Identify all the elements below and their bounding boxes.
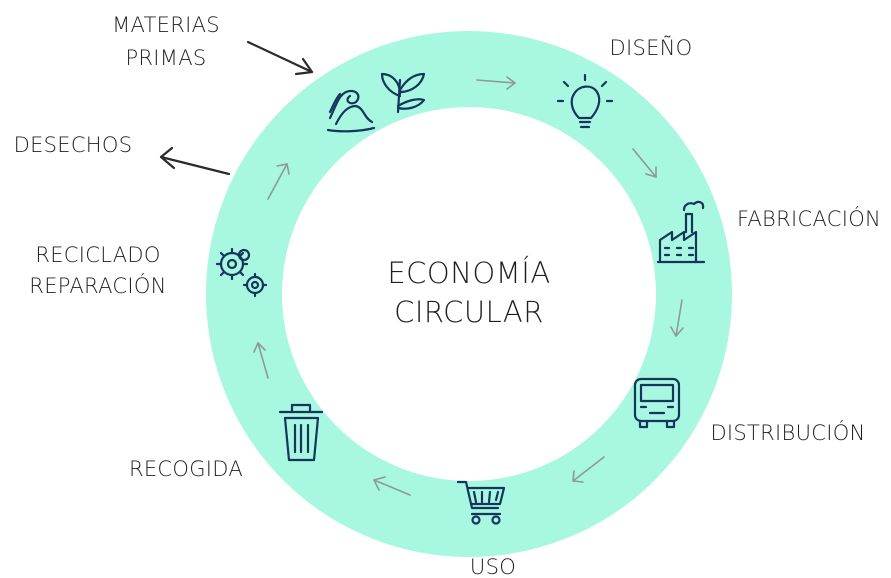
gears-icon <box>215 247 268 298</box>
label-recogida: RECOGIDA <box>129 457 243 481</box>
lightbulb-icon <box>556 73 614 129</box>
label-materias: MATERIAS <box>112 13 220 37</box>
flow-arrow-to-fabricacion <box>632 148 657 178</box>
desechos-output-arrow <box>159 146 231 176</box>
label-distribucion: DISTRIBUCIÓN <box>710 420 865 445</box>
label-reciclado: RECICLADO <box>35 243 160 267</box>
wave-icon <box>326 89 376 133</box>
factory-icon <box>656 200 706 264</box>
truck-icon <box>633 377 681 429</box>
trash-bin-icon <box>278 403 324 462</box>
label-diseno: DISEÑO <box>609 35 692 60</box>
label-reparacion: REPARACIÓN <box>29 273 166 298</box>
center-title-line1: ECONOMÍA <box>387 256 550 290</box>
label-uso: USO <box>470 555 516 578</box>
shopping-cart-icon <box>456 480 506 525</box>
label-fabricacion: FABRICACIÓN <box>737 206 881 231</box>
flow-arrow-to-reciclado <box>253 342 269 379</box>
flow-arrow-to-uso <box>572 456 605 483</box>
flow-arrow-to-distribucion <box>670 299 684 337</box>
label-primas: PRIMAS <box>125 46 206 70</box>
cycle-ring <box>206 31 732 557</box>
flow-arrow-to-recogida <box>373 476 411 496</box>
materias-primas-input-arrow <box>246 40 314 76</box>
label-desechos: DESECHOS <box>14 133 133 157</box>
flow-arrow-to-diseno <box>476 76 516 90</box>
center-title-line2: CIRCULAR <box>394 295 544 329</box>
plant-icon <box>380 72 426 114</box>
flow-arrow-to-materias <box>267 163 290 200</box>
